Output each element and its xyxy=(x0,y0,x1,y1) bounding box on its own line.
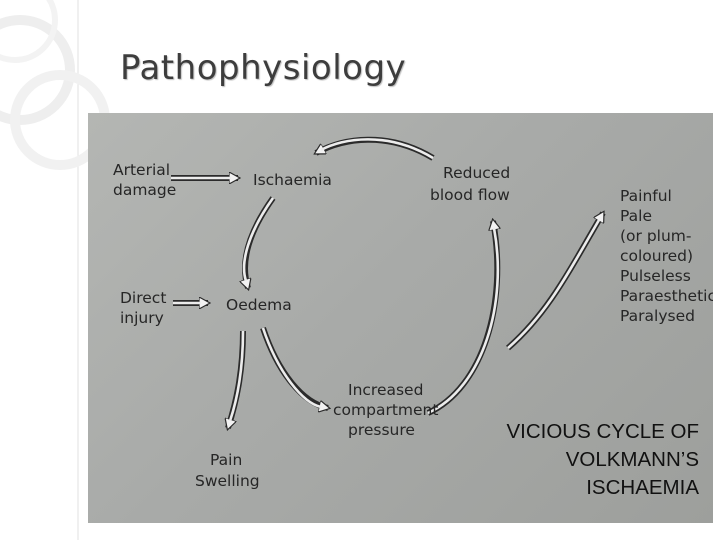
node-arterial-damage: Arterial damage xyxy=(113,161,176,199)
arrow-oedema-to-pressure xyxy=(260,327,328,408)
caption-line-2: VOLKMANN’S xyxy=(565,448,699,471)
arrow-pressure-to-signs xyxy=(506,213,606,351)
caption-line-3: ISCHAEMIA xyxy=(586,476,699,499)
node-direct-injury: Direct injury xyxy=(120,289,171,327)
diagram-photo: Arterial damage Ischaemia Reduced blood … xyxy=(88,113,713,523)
diagram-caption: VICIOUS CYCLE OF VOLKMANN’S ISCHAEMIA xyxy=(419,418,699,502)
node-pain-swelling: Pain Swelling xyxy=(195,451,260,490)
node-ischaemia: Ischaemia xyxy=(253,171,332,189)
vicious-cycle-diagram: Arterial damage Ischaemia Reduced blood … xyxy=(113,136,713,490)
caption-line-1: VICIOUS CYCLE OF xyxy=(506,420,699,443)
slide-title: Pathophysiology xyxy=(120,48,407,88)
node-signs-list: Painful Pale (or plum- coloured) Pulsele… xyxy=(620,187,713,325)
node-oedema: Oedema xyxy=(226,296,292,314)
node-reduced-blood-flow: Reduced blood flow xyxy=(430,164,515,204)
node-increased-pressure: Increased compartment pressure xyxy=(333,381,443,439)
